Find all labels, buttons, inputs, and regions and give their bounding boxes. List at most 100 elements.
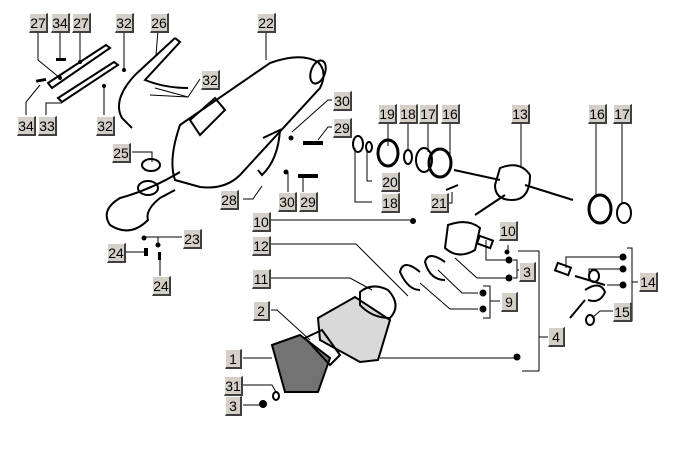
nut-27a [58, 76, 62, 80]
callout-32[interactable]: 32 [115, 13, 134, 33]
seal-17 [415, 147, 433, 173]
bullet-3a-2 [505, 274, 513, 282]
callout-2[interactable]: 2 [253, 301, 270, 321]
heat-shield [118, 37, 176, 129]
callout-18[interactable]: 18 [381, 193, 400, 213]
callout-33[interactable]: 33 [38, 116, 57, 136]
callout-18[interactable]: 18 [399, 104, 418, 124]
nut-32c [102, 84, 106, 88]
exhaust-parts [46, 37, 327, 232]
mount-plate-28 [257, 128, 282, 177]
leader-28 [243, 185, 263, 200]
ring-1 [423, 255, 446, 281]
callout-16[interactable]: 16 [588, 104, 607, 124]
muffler-body [171, 56, 325, 189]
callout-17[interactable]: 17 [419, 104, 438, 124]
callout-24[interactable]: 24 [152, 276, 171, 296]
bullet-9-1 [479, 289, 487, 297]
callout-28[interactable]: 28 [220, 190, 239, 210]
piston [443, 221, 482, 256]
callout-34[interactable]: 34 [17, 116, 36, 136]
callout-11[interactable]: 11 [252, 269, 271, 289]
leader-9b [419, 282, 478, 310]
stud-24b [158, 252, 161, 260]
nut-32a [122, 68, 126, 72]
callout-17[interactable]: 17 [613, 104, 632, 124]
washer-23b [155, 242, 161, 248]
callout-3[interactable]: 3 [225, 396, 242, 416]
callout-34[interactable]: 34 [51, 13, 70, 33]
cylinder [316, 295, 392, 364]
cylinder-head-1 [270, 333, 332, 393]
ring-2 [398, 264, 421, 291]
callout-10[interactable]: 10 [499, 221, 518, 241]
callout-29[interactable]: 29 [333, 118, 352, 138]
callout-25[interactable]: 25 [112, 143, 131, 163]
bullet-3a-1 [505, 256, 513, 264]
callout-29[interactable]: 29 [299, 192, 318, 212]
bearing-14b [588, 269, 600, 283]
leader-27a [37, 30, 61, 79]
leader-29a [317, 126, 332, 141]
cylinder-parts [270, 221, 607, 401]
leader-26 [155, 29, 159, 56]
seal-20 [365, 141, 373, 153]
bullet-14-2 [619, 265, 627, 273]
leader-9a [437, 269, 478, 294]
crank-parts [352, 135, 632, 225]
callout-14[interactable]: 14 [639, 272, 658, 292]
callout-27[interactable]: 27 [29, 13, 48, 33]
callout-16[interactable]: 16 [441, 104, 460, 124]
bullet-4 [513, 353, 521, 361]
pin-14a [553, 261, 573, 277]
bearing-16b [587, 193, 613, 225]
leader-12 [271, 243, 409, 297]
leader-3a-pin [485, 240, 506, 261]
leader-18b [354, 148, 372, 203]
leader-11 [271, 277, 373, 291]
callout-26[interactable]: 26 [150, 13, 169, 33]
nut-30a [288, 135, 294, 141]
seal-18 [352, 135, 364, 153]
callout-10[interactable]: 10 [252, 212, 271, 232]
callout-12[interactable]: 12 [252, 236, 271, 256]
bearing-15 [585, 314, 595, 326]
callout-30[interactable]: 30 [278, 192, 297, 212]
callout-9[interactable]: 9 [501, 292, 518, 312]
callout-31[interactable]: 31 [224, 376, 243, 396]
leader-20 [366, 150, 372, 182]
bracket-3 [513, 259, 518, 279]
bullet-3b [259, 400, 267, 408]
leader-33 [45, 102, 62, 115]
leader-32b2 [154, 87, 189, 98]
callout-3[interactable]: 3 [519, 262, 536, 282]
callout-32[interactable]: 32 [96, 116, 115, 136]
callout-30[interactable]: 30 [333, 91, 352, 111]
callout-19[interactable]: 19 [378, 104, 397, 124]
leader-34b [25, 84, 41, 115]
bolt-29a [303, 141, 323, 145]
crankshaft-13 [453, 164, 574, 216]
bullet-10b [504, 249, 510, 255]
callout-1[interactable]: 1 [225, 349, 242, 369]
piston-pin [475, 234, 495, 250]
bullet-9-2 [479, 305, 487, 313]
leader-2 [271, 309, 311, 341]
callout-27[interactable]: 27 [72, 13, 91, 33]
bullet-14-3 [619, 281, 627, 289]
callout-20[interactable]: 20 [381, 172, 400, 192]
seal-18b [403, 149, 413, 165]
callout-21[interactable]: 21 [430, 193, 449, 213]
callout-13[interactable]: 13 [511, 104, 530, 124]
callout-32[interactable]: 32 [201, 70, 220, 90]
bracket-9 [483, 285, 491, 319]
callout-4[interactable]: 4 [548, 327, 565, 347]
callout-24[interactable]: 24 [107, 243, 126, 263]
callout-15[interactable]: 15 [613, 302, 632, 322]
bullet-14-1 [619, 253, 627, 261]
callout-22[interactable]: 22 [257, 13, 276, 33]
gear-19 [376, 138, 400, 168]
callout-23[interactable]: 23 [183, 229, 202, 249]
